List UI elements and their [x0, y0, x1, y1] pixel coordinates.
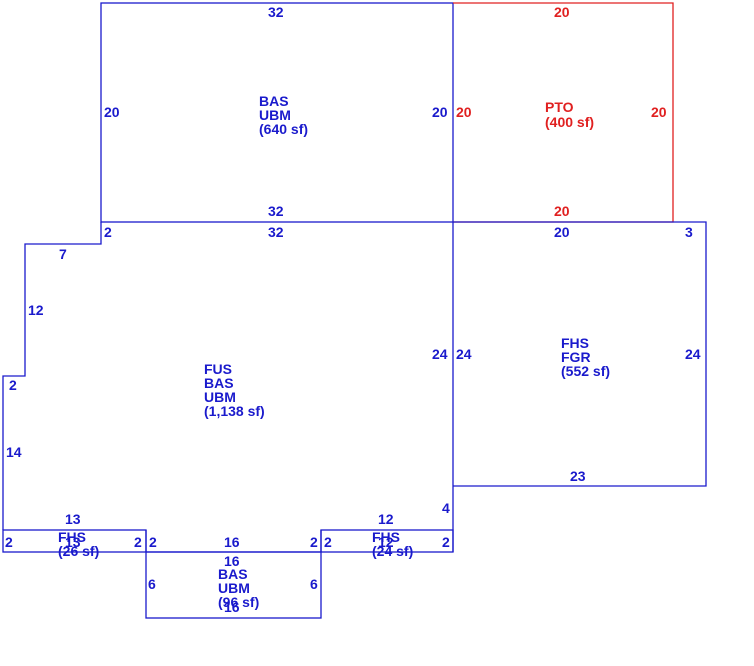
dim-bas-upper-top: 32 [268, 4, 284, 20]
dim-fus-notch-step: 7 [59, 246, 67, 262]
dim-bas-upper-left: 20 [104, 104, 120, 120]
dim-fus-notch-top: 2 [104, 224, 112, 240]
dim-fhs-right-left: 2 [324, 534, 332, 550]
dim-fus-right-low: 4 [442, 500, 450, 516]
dim-fhs-left-left: 2 [5, 534, 13, 550]
dim-fus-left-step: 2 [9, 377, 17, 393]
dim-fhs-bottom: 23 [570, 468, 586, 484]
dim-fhs-top-right: 3 [685, 224, 693, 240]
fhs-garage-outline [453, 221, 707, 487]
dim-bas-lower-left: 6 [148, 576, 156, 592]
dim-fhs-right-top: 12 [378, 511, 394, 527]
dim-bas-lower-top: 16 [224, 553, 240, 569]
dim-fus-left-lower: 14 [6, 444, 22, 460]
dim-bas-lower-left-top: 2 [149, 534, 157, 550]
dim-pto-bottom: 20 [554, 203, 570, 219]
area-label-fhs-garage: FHS FGR (552 sf) [561, 335, 610, 379]
dim-pto-right: 20 [651, 104, 667, 120]
dim-pto-left: 20 [456, 104, 472, 120]
dim-fhs-left-bottom: 13 [65, 534, 81, 550]
dim-bas-lower-right-top: 2 [310, 534, 318, 550]
area-label-fhs-right: FHS (24 sf) [372, 529, 413, 559]
dim-bas-upper-right: 20 [432, 104, 448, 120]
dim-fhs-top: 20 [554, 224, 570, 240]
fus-left-outline [2, 222, 102, 530]
dim-fhs-left: 24 [456, 346, 472, 362]
dim-fhs-right-bottom: 12 [378, 534, 394, 550]
dim-fhs-left-right: 2 [134, 534, 142, 550]
dim-bas-upper-bottom: 32 [268, 203, 284, 219]
dim-fus-right: 24 [432, 346, 448, 362]
dim-pto-top: 20 [554, 4, 570, 20]
area-label-pto: PTO (400 sf) [545, 99, 594, 130]
dim-fhs-right: 24 [685, 346, 701, 362]
dim-bas-lower-right: 6 [310, 576, 318, 592]
bas-lower-outline [145, 551, 322, 619]
dim-fus-top: 32 [268, 224, 284, 240]
area-label-bas-upper: BAS UBM (640 sf) [259, 93, 308, 137]
dim-fus-bottom-mid: 16 [224, 534, 240, 550]
bas-upper-outline [100, 2, 454, 223]
dim-fhs-right-right: 2 [442, 534, 450, 550]
dim-fhs-left-top: 13 [65, 511, 81, 527]
area-label-fhs-left: FHS (26 sf) [58, 529, 99, 559]
dim-fus-left-upper: 12 [28, 302, 44, 318]
area-label-bas-lower: BAS UBM (96 sf) [218, 566, 259, 610]
area-label-fus: FUS BAS UBM (1,138 sf) [204, 361, 265, 419]
dim-bas-lower-bottom: 16 [224, 599, 240, 615]
